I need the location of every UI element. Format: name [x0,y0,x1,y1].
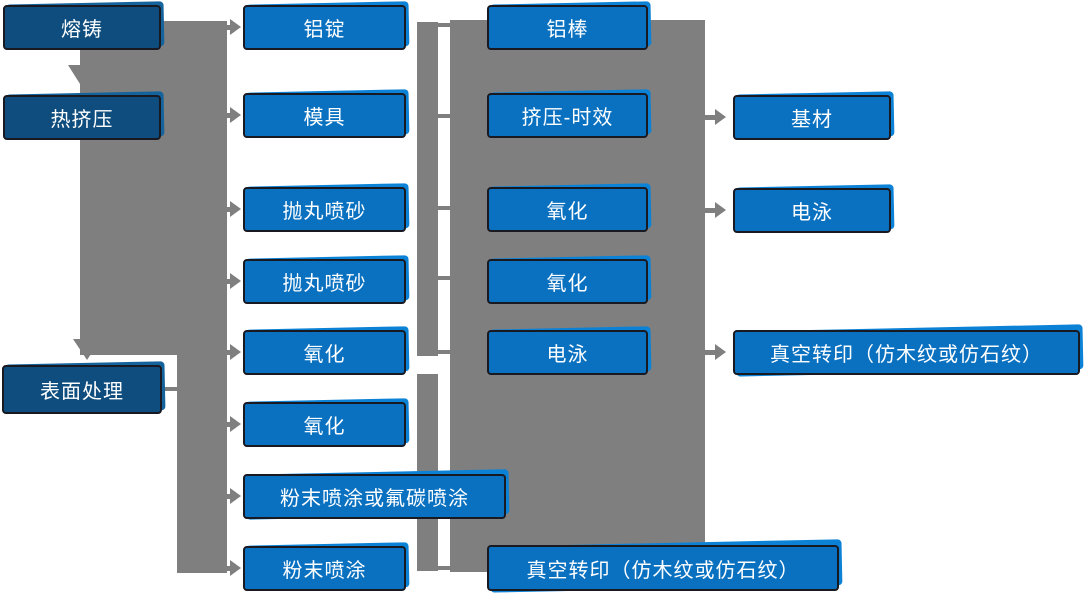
arrow-shaft [222,422,231,427]
node-oxidation-3: 氧化 [487,187,648,232]
arrow-right-icon-to-aluminum-ingot [230,19,241,35]
arrow-right-icon-to-vacuum-transfer-print-2 [715,344,726,360]
arrow-right-icon-to-shot-blasting-2 [230,273,241,289]
node-oxidation-2: 氧化 [243,402,406,447]
connector-tick-row1 [430,23,452,27]
arrow-right-icon-to-oxidation-1 [230,344,241,360]
node-vacuum-transfer-print-2: 真空转印（仿木纹或仿石纹） [733,330,1080,375]
arrow-shaft [222,207,231,212]
arrow-shaft [222,494,231,499]
arrow-shaft [705,208,716,213]
node-powder-or-fluorocarbon-coating: 粉末喷涂或氟碳喷涂 [243,474,506,519]
node-shot-blasting-2: 抛丸喷砂 [243,259,406,304]
connector-tick-row2 [430,114,452,118]
connector-left-trunk-lower [177,355,227,573]
node-hot-extrusion: 热挤压 [3,95,161,140]
arrow-right-icon-to-electrophoresis-2 [715,202,726,218]
connector-tick-surface-treatment [161,387,177,391]
arrow-shaft [222,25,231,30]
node-vacuum-transfer-print-1: 真空转印（仿木纹或仿石纹） [487,545,839,591]
node-powder-coating: 粉末喷涂 [243,546,406,591]
node-extrusion-aging: 挤压-时效 [487,93,648,138]
connector-tick-row3 [430,206,452,210]
arrow-shaft [705,115,716,120]
arrow-shaft [222,566,231,571]
node-surface-treatment: 表面处理 [2,365,162,414]
arrow-down-icon-to-surface-treatment [73,339,101,360]
arrow-right-icon-to-shot-blasting-1 [230,201,241,217]
node-electrophoresis-2: 电泳 [733,188,891,233]
node-oxidation-1: 氧化 [243,330,406,375]
connector-tick-row5 [430,350,452,354]
arrow-shaft [222,113,231,118]
arrow-shaft [705,350,716,355]
node-electrophoresis-1: 电泳 [487,330,648,375]
node-aluminum-rod: 铝棒 [487,5,648,50]
arrow-right-icon-to-oxidation-2 [230,416,241,432]
node-oxidation-4: 氧化 [487,259,648,304]
node-melting-casting: 熔铸 [3,5,161,50]
arrow-shaft [222,350,231,355]
node-mold: 模具 [243,93,406,138]
connector-tick-row8 [430,566,452,570]
arrow-right-icon-to-base-material [715,109,726,125]
arrow-right-icon-to-mold [230,107,241,123]
arrow-down-icon-melting-to-extrusion [68,65,92,84]
connector-tick-row4 [430,276,452,280]
node-aluminum-ingot: 铝锭 [243,5,406,50]
arrow-shaft [222,279,231,284]
node-shot-blasting-1: 抛丸喷砂 [243,187,406,232]
arrow-right-icon-to-powder-coating [230,560,241,576]
connector-mid-bar-upper [417,22,438,356]
connector-left-trunk-upper [80,21,227,355]
node-base-material: 基材 [733,95,891,140]
arrow-right-icon-to-powder-or-fluorocarbon [230,488,241,504]
